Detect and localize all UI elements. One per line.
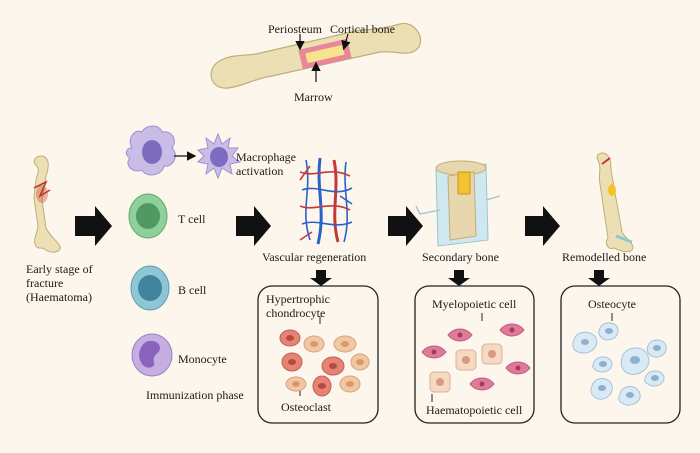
down-arrow-2 xyxy=(448,270,470,286)
arrow-1 xyxy=(75,206,112,246)
hypertrophic-chondrocyte xyxy=(339,375,361,393)
myelopoietic-cell-label: Myelopoietic cell xyxy=(432,297,517,311)
immune-cells xyxy=(125,125,242,377)
arrow-2 xyxy=(236,206,271,246)
myelopoietic-cell xyxy=(469,377,495,391)
top-bone-pointer-arrows xyxy=(295,33,351,82)
b-cell-label: B cell xyxy=(178,283,207,297)
monocyte-label: Monocyte xyxy=(178,352,227,366)
osteocyte xyxy=(572,331,598,354)
marrow-label: Marrow xyxy=(294,90,333,104)
down-arrow-3 xyxy=(588,270,610,286)
secondary-bone-label: Secondary bone xyxy=(422,250,499,264)
vascular-regeneration-label: Vascular regeneration xyxy=(262,250,367,264)
hypertrophic-chondrocyte xyxy=(303,335,325,353)
arrow-3 xyxy=(388,206,423,246)
hypertrophic-chondrocyte-label: Hypertrophic chondrocyte xyxy=(266,292,330,320)
osteocyte xyxy=(618,386,641,406)
vascular-network-illustration xyxy=(299,157,353,245)
osteocyte xyxy=(590,378,613,400)
osteocyte xyxy=(620,347,650,375)
macrophage-nucleus xyxy=(142,140,162,164)
osteocyte xyxy=(592,356,613,373)
down-arrow-1 xyxy=(310,270,332,286)
stage-arrows xyxy=(75,206,610,286)
chondrocyte-osteoclast-cells xyxy=(279,329,370,397)
cortical-bone-label: Cortical bone xyxy=(330,22,395,36)
osteocyte-label: Osteocyte xyxy=(588,297,636,311)
t-cell-label: T cell xyxy=(178,212,206,226)
haematopoietic-cell xyxy=(429,371,451,393)
haematopoietic-cell xyxy=(481,343,503,365)
osteocyte xyxy=(644,370,665,387)
myelopoietic-cell xyxy=(499,323,525,337)
monocyte-nucleus xyxy=(139,340,160,368)
t-cell-nucleus xyxy=(136,203,160,229)
early-stage-label: Early stage of fracture (Haematoma) xyxy=(26,262,93,304)
haematopoietic-cell xyxy=(455,349,477,371)
osteoclast xyxy=(279,329,301,347)
remodelled-bone-label: Remodelled bone xyxy=(562,250,647,264)
osteoclast xyxy=(321,356,345,376)
secondary-bone-illustration xyxy=(415,160,501,247)
myelopoietic-cell xyxy=(505,361,531,375)
myelopoietic-cell xyxy=(447,328,473,342)
label-leader-lines xyxy=(299,313,613,402)
remodelled-bone-illustration xyxy=(596,152,634,253)
periosteum-label: Periosteum xyxy=(268,22,322,36)
osteoclast xyxy=(281,352,303,372)
marrow-section xyxy=(305,44,345,64)
immunization-phase-label: Immunization phase xyxy=(146,388,244,402)
haematopoietic-cell-label: Haematopoietic cell xyxy=(426,403,523,417)
myelopoietic-haematopoietic-cells xyxy=(421,323,531,393)
osteoclast-label: Osteoclast xyxy=(281,400,331,414)
hypertrophic-chondrocyte xyxy=(285,376,307,392)
top-bone-illustration xyxy=(210,22,422,89)
macrophage-label: Macrophage activation xyxy=(236,150,296,178)
osteocyte-cells xyxy=(572,322,667,406)
osteocyte xyxy=(646,339,667,358)
arrow-4 xyxy=(525,206,560,246)
activated-macrophage-cell xyxy=(196,132,242,180)
fractured-bone-illustration xyxy=(33,155,61,253)
hypertrophic-chondrocyte xyxy=(350,353,370,371)
osteocyte xyxy=(598,322,619,341)
myelopoietic-cell xyxy=(421,345,447,359)
osteoclast xyxy=(312,375,332,397)
hypertrophic-chondrocyte xyxy=(333,335,357,353)
b-cell-nucleus xyxy=(138,275,162,301)
